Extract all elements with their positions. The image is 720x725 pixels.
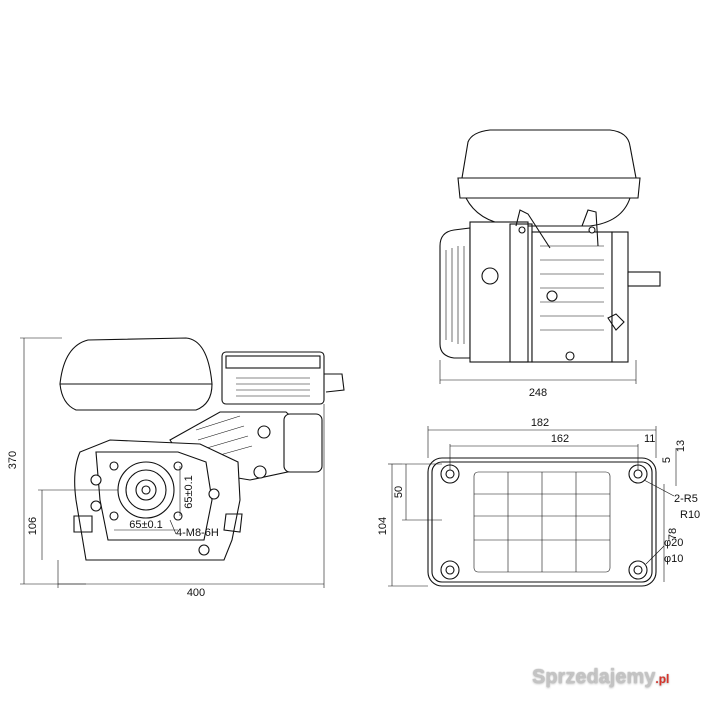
tank-base [457, 177, 641, 199]
cooling-fins-top [540, 245, 604, 331]
base-plate-inner [431, 461, 653, 583]
side-tank-lower [59, 383, 213, 411]
watermark-name: Sprzedajemy [532, 666, 656, 688]
crankcase-body [469, 221, 529, 363]
tank-bracket-left [515, 209, 551, 249]
starter-hub [481, 267, 499, 285]
flange-middle [125, 469, 167, 511]
dia-10: φ10 [664, 553, 683, 565]
top-view: 248 [439, 129, 661, 399]
pto-side-cover [611, 231, 629, 363]
left-foot [73, 515, 93, 533]
dim-65-horizontal: 65±0.1 [129, 519, 163, 531]
cylinder-block [531, 231, 613, 363]
bracket-bolt-right [588, 226, 596, 234]
dia-20: φ20 [664, 537, 683, 549]
drain-plug-top [565, 351, 575, 361]
base-plate-view: 182 162 11 13 5 50 104 78 2-R5 R10 φ20 φ… [377, 417, 700, 587]
fuel-valve [546, 290, 558, 302]
dim-5: 5 [661, 457, 673, 463]
choke-lever [324, 373, 345, 393]
air-filter-top [225, 355, 321, 369]
dim-65-vertical: 65±0.1 [183, 475, 195, 509]
tank-bracket-right [581, 209, 599, 247]
output-shaft [627, 271, 661, 287]
dim-11: 11 [644, 433, 655, 445]
dim-106: 106 [27, 517, 39, 535]
dim-248: 248 [529, 387, 547, 399]
dim-182: 182 [531, 417, 549, 429]
dim-78: 78 [667, 528, 679, 540]
oil-drain-tab [223, 513, 243, 533]
radius-2-r5: 2-R5 [674, 493, 698, 505]
base-bolt [198, 544, 210, 556]
dim-50: 50 [393, 486, 405, 498]
recoil-cover [439, 227, 471, 359]
muffler [283, 413, 323, 473]
dim-104: 104 [377, 517, 389, 535]
governor-bolt [253, 465, 267, 479]
fuel-tank [461, 129, 637, 179]
side-bolt-right [208, 488, 220, 500]
watermark-tld: .pl [655, 672, 670, 686]
recoil-slots [445, 246, 465, 344]
side-view: 370 106 400 65±0.1 65±0.1 4-M8-6H [7, 337, 345, 599]
side-bolt-left [90, 474, 102, 486]
bracket-bolt-left [518, 226, 526, 234]
dim-13: 13 [675, 440, 687, 452]
base-plate-ribs [473, 471, 611, 573]
radius-r10: R10 [680, 509, 700, 521]
base-mount-holes [440, 464, 648, 580]
dim-400: 400 [187, 587, 205, 599]
side-fuel-tank [59, 337, 213, 385]
oil-filler [607, 313, 625, 331]
watermark: Sprzedajemy.pl [532, 666, 669, 689]
spark-plug [257, 425, 271, 439]
dim-162: 162 [551, 433, 569, 445]
thread-spec: 4-M8-6H [176, 527, 219, 539]
shaft-center [141, 485, 151, 495]
dim-370: 370 [7, 451, 19, 469]
air-filter-slats [236, 377, 310, 397]
side-bolt-left-low [90, 500, 102, 512]
